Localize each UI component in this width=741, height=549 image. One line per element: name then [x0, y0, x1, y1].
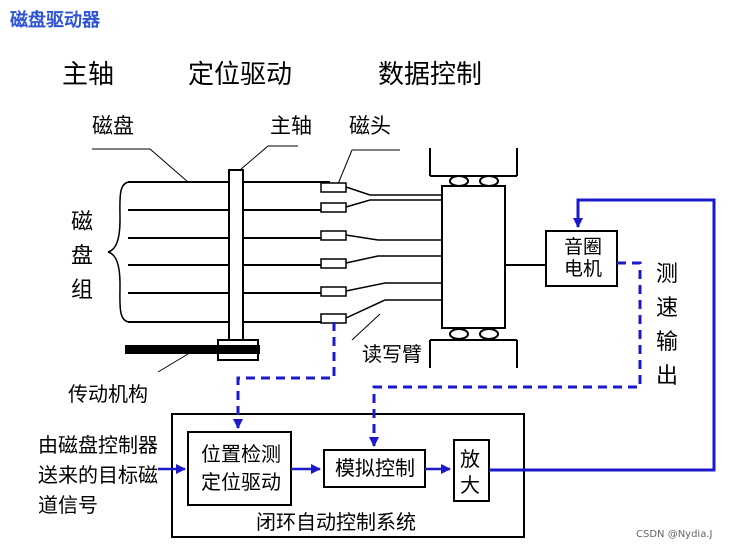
actuator-carriage	[441, 185, 506, 329]
rw-arm-label: 读写臂	[362, 342, 422, 366]
topic-position-drive: 定位驱动	[188, 60, 293, 90]
analog-control-box	[323, 449, 426, 488]
header-title: 磁盘驱动器	[10, 10, 100, 31]
head-leader	[337, 149, 400, 185]
speed-output-label: 测速输出	[655, 262, 678, 389]
amplifier-box	[453, 439, 490, 502]
spindle-shaft	[228, 169, 244, 356]
position-detect-box	[187, 431, 292, 506]
disk-group-label: 磁盘组	[70, 210, 93, 303]
amp-to-motor-line	[489, 198, 716, 472]
arm-leader	[351, 313, 381, 341]
position-detect-label: 位置检测定位驱动	[201, 442, 281, 494]
disk-label: 磁盘	[92, 114, 134, 138]
topic-spindle: 主轴	[62, 60, 115, 90]
head-label: 磁头	[349, 114, 391, 138]
disk-leader	[92, 148, 189, 183]
speed-feedback-line	[369, 261, 642, 447]
voice-coil-motor-box	[545, 230, 618, 287]
input-signal-label: 由磁盘控制器送来的目标磁道信号	[38, 433, 158, 517]
topic-data-control: 数据控制	[378, 60, 483, 90]
bearing-rollers	[449, 175, 499, 340]
transmission-leader	[157, 353, 189, 373]
watermark: CSDN @Nydia.J	[636, 529, 713, 540]
amplifier-label: 放大	[460, 447, 480, 497]
transmission-bar	[125, 345, 260, 354]
head-feedback-line	[233, 322, 336, 429]
spindle-leader	[239, 145, 298, 171]
transmission-label: 传动机构	[68, 382, 148, 406]
disk-group-brace	[107, 181, 131, 323]
voice-coil-motor-label: 音圈电机	[563, 236, 602, 280]
read-write-heads	[320, 182, 347, 324]
spindle-label: 主轴	[270, 114, 312, 138]
closed-loop-label: 闭环自动控制系统	[256, 510, 416, 534]
analog-control-label: 模拟控制	[335, 456, 415, 480]
read-write-arms	[345, 186, 442, 319]
